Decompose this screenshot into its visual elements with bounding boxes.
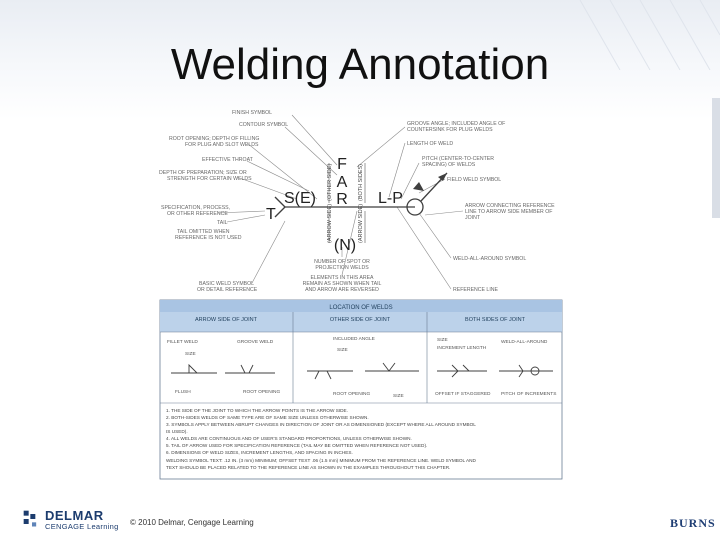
right-label: LINE TO ARROW SIDE MEMBER OF — [465, 209, 552, 215]
delmar-logo-icon — [23, 510, 37, 527]
note-line: 5. TAIL OF ARROW USED FOR SPECIFICATION … — [166, 443, 427, 448]
note-line: 2. BOTH-SIDES WELDS OF SAME TYPE ARE OF … — [166, 415, 369, 420]
slide-title: Welding Annotation — [170, 40, 550, 89]
right-label: SPACING) OF WELDS — [422, 162, 476, 168]
right-label: GROOVE ANGLE; INCLUDED ANGLE OF — [407, 121, 505, 127]
left-label: SPECIFICATION, PROCESS, — [161, 205, 230, 211]
left-label: EFFECTIVE THROAT — [202, 157, 254, 163]
right-label: WELD-ALL-AROUND SYMBOL — [453, 256, 526, 262]
left-label: REFERENCE IS NOT USED — [175, 235, 242, 241]
symbol-s-e: S(E) — [284, 190, 316, 207]
side-tag: (OTHER SIDE) — [327, 164, 333, 201]
left-label: DEPTH OF PREPARATION; SIZE OR — [159, 170, 247, 176]
note-line: 3. SYMBOLS APPLY BETWEEN ABRUPT CHANGES … — [166, 422, 476, 427]
welding-figure: FINISH SYMBOL CONTOUR SYMBOL ROOT OPENIN… — [157, 103, 565, 481]
side-tag: (ARROW SIDE) — [327, 204, 333, 243]
left-label: TAIL OMITTED WHEN — [177, 229, 230, 235]
header-other-side: OTHER SIDE OF JOINT — [330, 317, 391, 323]
col3-label: SIZE — [393, 393, 404, 399]
col3-label: ROOT OPENING — [333, 391, 370, 397]
left-label: ROOT OPENING; DEPTH OF FILLING — [169, 136, 259, 142]
side-tag: (BOTH SIDES) — [358, 164, 364, 201]
col5-label: WELD-ALL-AROUND — [501, 339, 548, 345]
weld-all-around-circle — [406, 198, 424, 216]
left-label: CONTOUR SYMBOL — [239, 122, 288, 128]
left-label: OR OTHER REFERENCE — [167, 211, 228, 217]
note-line: 6. DIMENSIONS OF WELD SIZES, INCREMENT L… — [166, 450, 353, 455]
right-label: ARROW CONNECTING REFERENCE — [465, 203, 555, 209]
left-label: STRENGTH FOR CERTAIN WELDS — [167, 176, 252, 182]
symbol-r: R — [336, 191, 348, 208]
col2-label: GROOVE WELD — [237, 339, 274, 345]
table-header-row — [160, 312, 562, 332]
table-title: LOCATION OF WELDS — [329, 305, 392, 311]
right-label: JOINT — [465, 215, 481, 221]
right-label: LENGTH OF WELD — [407, 141, 453, 147]
center-label: NUMBER OF SPOT OR — [314, 259, 370, 265]
center-label: AND ARROW ARE REVERSED — [305, 287, 379, 293]
note-line: 4. ALL WELDS ARE CONTINUOUS AND OF USER'… — [166, 436, 412, 441]
left-label: FINISH SYMBOL — [232, 110, 272, 116]
center-label: ELEMENTS IN THIS AREA — [310, 275, 374, 281]
center-label: REMAIN AS SHOWN WHEN TAIL — [303, 281, 382, 287]
symbol-l-p: L-P — [378, 190, 403, 207]
left-label: FOR PLUG AND SLOT WELDS — [185, 142, 259, 148]
left-label: TAIL — [217, 220, 228, 226]
brand-name: DELMAR — [45, 508, 104, 523]
side-accent-bar — [712, 98, 720, 218]
symbol-diagram: FINISH SYMBOL CONTOUR SYMBOL ROOT OPENIN… — [159, 110, 555, 293]
col3-label: INCLUDED ANGLE — [333, 336, 375, 342]
table-title-bar — [160, 300, 562, 312]
center-label: PROJECTION WELDS — [315, 265, 369, 271]
note-line: 1. THE SIDE OF THE JOINT TO WHICH THE AR… — [166, 408, 348, 413]
field-weld-flag — [413, 182, 424, 191]
brand-subtitle: CENGAGE Learning — [45, 522, 119, 531]
col2-label: ROOT OPENING — [243, 389, 280, 395]
note-line: TEXT SHOULD BE PLACED RELATED TO THE REF… — [166, 465, 450, 470]
right-label: PITCH (CENTER-TO-CENTER — [422, 156, 494, 162]
welding-symbol-diagram: FINISH SYMBOL CONTOUR SYMBOL ROOT OPENIN… — [159, 110, 563, 480]
header-both-sides: BOTH SIDES OF JOINT — [465, 317, 526, 323]
col4-label: SIZE — [437, 337, 448, 343]
symbol-n: (N) — [334, 237, 356, 254]
col3-label: SIZE — [337, 347, 348, 353]
col5-label: PITCH OF INCREMENTS — [501, 391, 556, 397]
header-gradient — [0, 0, 720, 120]
copyright-text: © 2010 Delmar, Cengage Learning — [130, 518, 254, 527]
col4-label: INCREMENT LENGTH — [437, 345, 487, 351]
note-line: IS USED). — [166, 429, 188, 434]
left-label: BASIC WELD SYMBOL — [199, 281, 254, 287]
col1-label: FILLET WELD — [167, 339, 198, 345]
symbol-t: T — [266, 206, 276, 223]
author-name: BURNS — [670, 516, 716, 530]
header-arrow-side: ARROW SIDE OF JOINT — [195, 317, 258, 323]
right-label: FIELD WELD SYMBOL — [447, 177, 501, 183]
col1-label: FLUSH — [175, 389, 191, 395]
right-label: COUNTERSINK FOR PLUG WELDS — [407, 127, 493, 133]
location-table: LOCATION OF WELDS ARROW SIDE OF JOINT OT… — [159, 299, 563, 480]
right-label: REFERENCE LINE — [453, 287, 499, 293]
col1-label: SIZE — [185, 351, 196, 357]
arrow-head — [438, 173, 447, 181]
symbol-f: F — [337, 156, 347, 173]
col4-label: OFFSET IF STAGGERED — [435, 391, 491, 397]
symbol-a: A — [337, 174, 348, 191]
note-line: WELDING SYMBOL TEXT: .12 IN. (3 mm) MINI… — [166, 458, 477, 463]
corner-decoration — [579, 0, 720, 70]
side-tag: (ARROW SIDE) — [358, 204, 364, 243]
left-label: OR DETAIL REFERENCE — [197, 287, 258, 293]
